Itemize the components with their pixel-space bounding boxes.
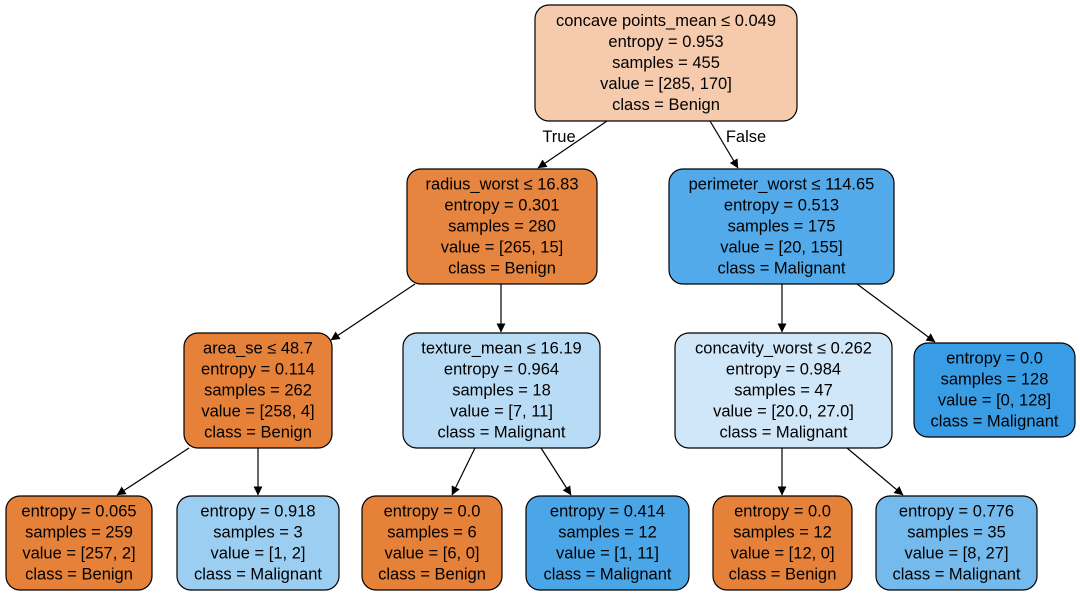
edge-n1-n3 [330,283,416,341]
edge-n4-n10 [540,447,572,496]
node-text-line: entropy = 0.984 [726,361,841,379]
node-box [525,495,690,591]
node-text-line: class = Malignant [718,260,846,278]
node-box [712,495,853,591]
tree-node-n0: concave points_mean ≤ 0.049 entropy = 0.9… [534,4,798,122]
node-text-line: class = Malignant [720,424,848,442]
node-text-line: value = [7, 11] [450,403,553,421]
node-text-line: entropy = 0.0 [734,503,831,521]
tree-node-n7: entropy = 0.065 samples = 259 value = [257… [5,495,153,591]
node-text-line: value = [258, 4] [201,403,314,421]
node-text-line: entropy = 0.953 [608,33,723,51]
node-text-line: class = Benign [729,566,837,584]
node-text-line: value = [0, 128] [938,392,1051,410]
node-text-line: entropy = 0.414 [550,503,665,521]
tree-node-n12: entropy = 0.776 samples = 35 value = [8, 2… [875,495,1038,591]
edge-label-true: True [542,128,575,146]
node-text-line: value = [20, 155] [720,239,842,257]
node-text-line: samples = 262 [204,382,312,400]
edge-n0-n1 [537,120,608,169]
node-text-line: samples = 280 [448,218,556,236]
node-text-line: samples = 128 [941,371,1049,389]
node-text-line: value = [1, 11] [556,545,659,563]
edge-n5-n12 [846,447,904,496]
node-text-line: perimeter_worst ≤ 114.65 [689,176,875,194]
node-box [913,342,1076,438]
node-text-line: value = [8, 27] [904,545,1008,563]
edge-n0-n2 [709,120,739,169]
tree-node-n1: radius_worst ≤ 16.83 entropy = 0.301 sampl… [406,168,598,285]
node-text-line: samples = 175 [728,218,836,236]
node-text-line: class = Benign [204,424,312,442]
node-box [534,4,798,122]
edge-n2-n6 [856,283,936,343]
node-text-line: value = [12, 0] [730,545,834,563]
node-text-line: entropy = 0.513 [724,197,839,215]
tree-node-n10: entropy = 0.414 samples = 12 value = [1, 1… [525,495,690,591]
node-text-line: entropy = 0.776 [899,503,1014,521]
node-text-line: entropy = 0.918 [200,503,315,521]
node-text-line: class = Benign [378,566,486,584]
node-text-line: samples = 455 [612,54,720,72]
node-text-line: radius_worst ≤ 16.83 [425,176,578,194]
tree-node-n8: entropy = 0.918 samples = 3 value = [1, 2]… [176,495,340,591]
node-text-line: samples = 12 [558,524,657,542]
node-box [176,495,340,591]
tree-node-n9: entropy = 0.0 samples = 6 value = [6, 0] cl… [361,495,503,591]
node-text-line: value = [257, 2] [22,545,135,563]
node-text-line: value = [20.0, 27.0] [713,403,854,421]
node-text-line: value = [285, 170] [600,75,732,93]
node-text-line: concave points_mean ≤ 0.049 [556,12,776,30]
node-text-line: class = Malignant [438,424,566,442]
node-text-line: entropy = 0.964 [444,361,559,379]
node-text-line: value = [265, 15] [441,239,563,257]
node-text-line: entropy = 0.114 [201,361,315,379]
node-text-line: entropy = 0.0 [946,350,1043,368]
node-box [5,495,153,591]
node-text-line: area_se ≤ 48.7 [203,340,313,358]
tree-node-n3: area_se ≤ 48.7 entropy = 0.114 samples = 2… [183,332,333,449]
node-text-line: class = Malignant [931,413,1059,431]
node-text-line: entropy = 0.301 [444,197,559,215]
node-box [674,332,893,449]
tree-node-n4: texture_mean ≤ 16.19 entropy = 0.964 sampl… [402,332,601,449]
tree-node-n5: concavity_worst ≤ 0.262 entropy = 0.984 sa… [674,332,893,449]
node-text-line: value = [1, 2] [211,545,306,563]
node-text-line: value = [6, 0] [385,545,480,563]
node-text-line: samples = 259 [25,524,133,542]
tree-node-n11: entropy = 0.0 samples = 12 value = [12, 0]… [712,495,853,591]
node-box [402,332,601,449]
node-box [668,168,895,285]
edge-n3-n7 [116,447,190,496]
node-text-line: concavity_worst ≤ 0.262 [695,340,872,358]
edge-label-false: False [726,128,766,146]
edge-n4-n9 [451,447,476,496]
nodes-layer: concave points_mean ≤ 0.049 entropy = 0.9… [5,4,1076,591]
node-text-line: class = Malignant [194,566,322,584]
node-text-line: samples = 6 [387,524,476,542]
node-box [183,332,333,449]
node-text-line: samples = 35 [907,524,1006,542]
node-text-line: entropy = 0.065 [21,503,136,521]
tree-node-n2: perimeter_worst ≤ 114.65 entropy = 0.513 s… [668,168,895,285]
node-box [361,495,503,591]
node-text-line: entropy = 0.0 [384,503,481,521]
node-box [875,495,1038,591]
node-text-line: class = Benign [612,96,720,114]
edges-layer: True False [116,120,936,496]
node-text-line: class = Benign [448,260,556,278]
node-text-line: class = Benign [25,566,133,584]
node-text-line: samples = 18 [452,382,551,400]
node-box [406,168,598,285]
node-text-line: class = Malignant [893,566,1021,584]
node-text-line: texture_mean ≤ 16.19 [421,340,581,358]
node-text-line: samples = 12 [733,524,832,542]
node-text-line: samples = 47 [734,382,833,400]
node-text-line: samples = 3 [213,524,302,542]
node-text-line: class = Malignant [544,566,672,584]
tree-node-n6: entropy = 0.0 samples = 128 value = [0, 12… [913,342,1076,438]
